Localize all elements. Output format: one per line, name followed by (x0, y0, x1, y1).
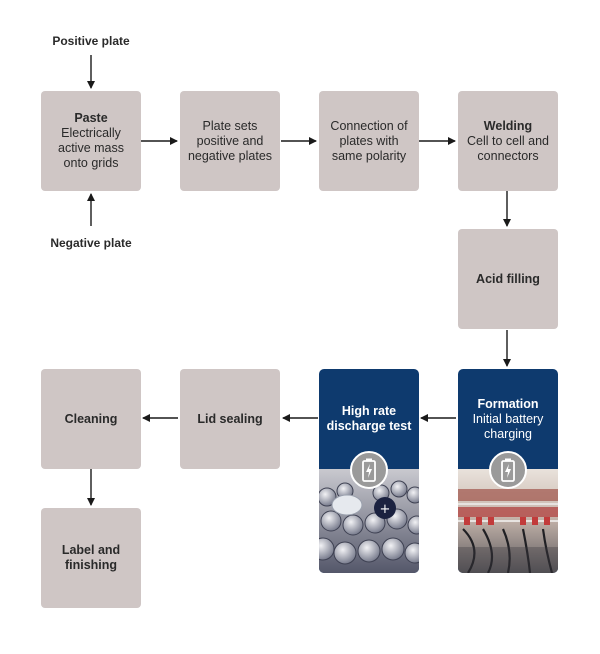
step-cleaning: Cleaning (41, 369, 141, 469)
step-plate: Plate sets positive and negative plates (180, 91, 280, 191)
battery-charge-icon (489, 451, 527, 489)
battery-charge-icon (350, 451, 388, 489)
step-paste: Paste Electrically active mass onto grid… (41, 91, 141, 191)
step-discharge-test: High rate discharge test + (319, 369, 419, 573)
step-welding: Welding Cell to cell and connectors (458, 91, 558, 191)
step-plate-desc: Plate sets positive and negative plates (187, 118, 273, 163)
formation-photo (458, 469, 558, 573)
step-formation-title: Formation (477, 396, 539, 411)
step-discharge-test-title: High rate discharge test (326, 404, 412, 433)
step-lid-sealing: Lid sealing (180, 369, 280, 469)
step-formation: Formation Initial battery charging (458, 369, 558, 573)
positive-plate-label: Positive plate (52, 34, 130, 48)
step-acid-filling: Acid filling (458, 229, 558, 329)
step-label-finishing-title: Label and finishing (61, 543, 121, 572)
step-connection: Connection of plates with same polarity (319, 91, 419, 191)
step-paste-title: Paste (74, 111, 108, 125)
step-cleaning-title: Cleaning (64, 411, 118, 426)
step-welding-title: Welding (483, 118, 533, 133)
svg-text:+: + (380, 502, 391, 517)
step-acid-filling-title: Acid filling (476, 271, 540, 286)
step-paste-desc: Electrically active mass onto grids (58, 126, 124, 170)
step-formation-desc: Initial battery charging (472, 411, 544, 441)
step-connection-desc: Connection of plates with same polarity (330, 118, 408, 163)
negative-plate-label: Negative plate (50, 236, 132, 250)
step-welding-desc: Cell to cell and connectors (467, 133, 549, 163)
step-label-finishing: Label and finishing (41, 508, 141, 608)
step-lid-sealing-title: Lid sealing (197, 411, 263, 426)
